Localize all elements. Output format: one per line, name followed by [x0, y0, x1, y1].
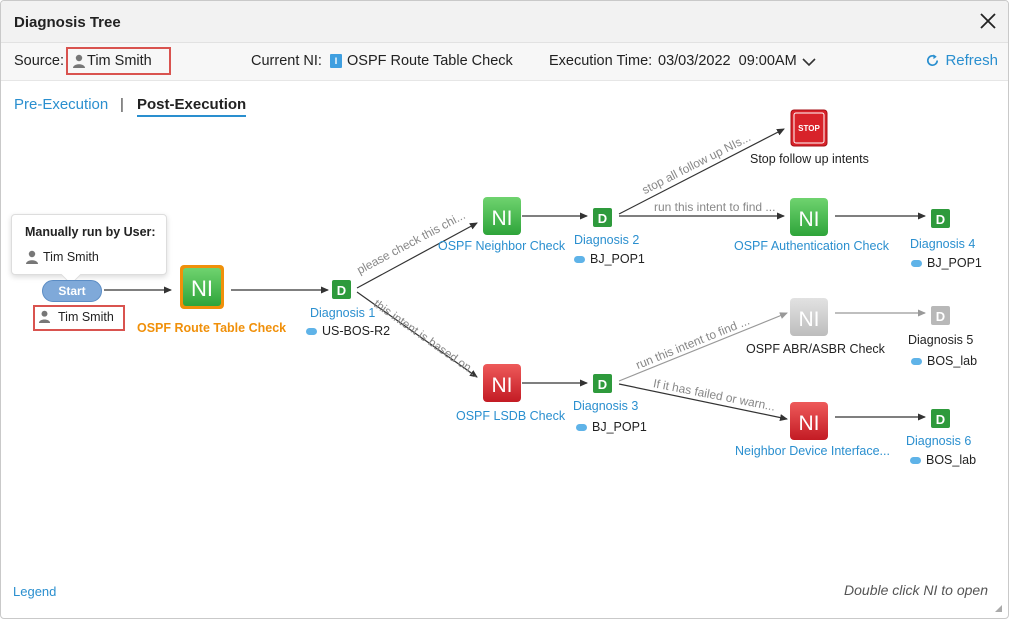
- ni-neighbor-label[interactable]: OSPF Neighbor Check: [438, 239, 566, 253]
- start-node[interactable]: Start: [42, 280, 102, 302]
- diag5-label[interactable]: Diagnosis 5: [908, 333, 974, 347]
- ni-node-lsdb-badge: NI: [492, 374, 513, 397]
- refresh-button[interactable]: Refresh: [927, 52, 998, 69]
- tab-post-execution[interactable]: Post-Execution: [137, 96, 247, 117]
- diag2-device-name: BJ_POP1: [590, 252, 645, 266]
- cloud-icon: [911, 260, 922, 268]
- ni-neighbor-iface-label[interactable]: Neighbor Device Interface...: [735, 444, 890, 458]
- refresh-icon: [927, 54, 939, 67]
- user-icon: [26, 250, 38, 264]
- diag2-label[interactable]: Diagnosis 2: [574, 233, 640, 247]
- legend-link[interactable]: Legend: [13, 584, 57, 599]
- diag5-device: BOS_lab: [911, 354, 977, 368]
- diag-node-2[interactable]: D: [593, 208, 612, 227]
- diag-node-6[interactable]: D: [931, 409, 950, 428]
- tree-edges: [104, 128, 926, 421]
- diag-node-5-badge: D: [936, 309, 945, 324]
- stop-node[interactable]: STOP: [790, 109, 828, 147]
- ni-auth-label[interactable]: OSPF Authentication Check: [734, 239, 889, 253]
- diag-node-3[interactable]: D: [593, 374, 612, 393]
- ni-lsdb-label[interactable]: OSPF LSDB Check: [456, 409, 566, 423]
- ni-node-abr-badge: NI: [799, 308, 820, 331]
- user-icon: [38, 310, 51, 323]
- chevron-down-icon[interactable]: [802, 58, 816, 67]
- diag5-device-name: BOS_lab: [927, 354, 978, 368]
- cloud-icon: [576, 424, 587, 432]
- ni-node-neighbor-badge: NI: [492, 207, 513, 230]
- edge-diag3-abr: [618, 312, 788, 382]
- ni-root-label[interactable]: OSPF Route Table Check: [137, 321, 287, 335]
- diag6-device-name: BOS_lab: [926, 453, 977, 467]
- cloud-icon: [911, 358, 922, 366]
- start-user: Tim Smith: [58, 310, 114, 324]
- diag2-device: BJ_POP1: [574, 252, 645, 266]
- start-user-highlight-box: [33, 305, 125, 331]
- diag3-device-name: BJ_POP1: [592, 420, 647, 434]
- diag4-label[interactable]: Diagnosis 4: [910, 237, 976, 251]
- ni-node-neighbor[interactable]: NI: [483, 197, 521, 235]
- stop-node-badge: STOP: [798, 124, 820, 133]
- edge-label-find1: run this intent to find ...: [654, 200, 776, 214]
- diag4-device: BJ_POP1: [911, 256, 982, 270]
- close-icon[interactable]: [976, 9, 1000, 33]
- edge-diag1-lsdb: [356, 291, 478, 378]
- diag4-device-name: BJ_POP1: [927, 256, 982, 270]
- diag-node-2-badge: D: [598, 211, 607, 226]
- tab-separator: |: [120, 96, 124, 113]
- current-ni-value: OSPF Route Table Check: [347, 53, 513, 69]
- ni-node-root-badge: NI: [191, 276, 213, 301]
- diag-node-6-badge: D: [936, 412, 945, 427]
- ni-node-abr[interactable]: NI: [790, 298, 828, 336]
- edge-diag1-neighbor: [356, 222, 478, 289]
- diag3-label[interactable]: Diagnosis 3: [573, 399, 639, 413]
- diag3-device: BJ_POP1: [576, 420, 647, 434]
- diag-node-4-badge: D: [936, 212, 945, 227]
- diag1-device-name: US-BOS-R2: [322, 324, 391, 338]
- title-bar: Diagnosis Tree: [1, 1, 1008, 43]
- current-ni-label: Current NI:: [251, 53, 322, 69]
- diag6-label[interactable]: Diagnosis 6: [906, 434, 972, 448]
- ni-node-auth[interactable]: NI: [790, 198, 828, 236]
- refresh-label: Refresh: [945, 52, 998, 69]
- diag-node-1[interactable]: D: [332, 280, 351, 299]
- execution-time-label: Execution Time:: [549, 53, 653, 69]
- diag1-device: US-BOS-R2: [306, 324, 390, 338]
- open-hint: Double click NI to open: [844, 582, 988, 598]
- ni-node-neighbor-iface-badge: NI: [799, 412, 820, 435]
- diag-node-3-badge: D: [598, 377, 607, 392]
- execution-time-value[interactable]: 03/03/2022 09:00AM: [658, 53, 797, 69]
- edge-diag2-stop: [618, 128, 785, 215]
- source-highlight-box: [66, 47, 171, 75]
- diag1-label[interactable]: Diagnosis 1: [310, 306, 376, 320]
- tooltip-user: Tim Smith: [43, 250, 99, 264]
- diag-node-4[interactable]: D: [931, 209, 950, 228]
- edge-diag3-neighbor-iface: [618, 383, 788, 421]
- tooltip-title: Manually run by User:: [25, 225, 156, 239]
- diag-node-1-badge: D: [337, 283, 346, 298]
- ni-type-icon: I: [330, 54, 342, 68]
- window-title: Diagnosis Tree: [14, 14, 121, 31]
- source-label: Source:: [14, 53, 64, 69]
- ni-abr-label[interactable]: OSPF ABR/ASBR Check: [746, 342, 885, 356]
- manual-run-tooltip: Manually run by User: Tim Smith: [11, 214, 167, 285]
- diag6-device: BOS_lab: [910, 453, 976, 467]
- info-bar: Source: Tim Smith Current NI: I OSPF Rou…: [1, 43, 1008, 81]
- cloud-icon: [574, 256, 585, 264]
- ni-node-lsdb[interactable]: NI: [483, 364, 521, 402]
- tab-pre-execution[interactable]: Pre-Execution: [14, 96, 109, 113]
- ni-node-neighbor-iface[interactable]: NI: [790, 402, 828, 440]
- cloud-icon: [306, 328, 317, 336]
- cloud-icon: [910, 457, 921, 465]
- ni-node-auth-badge: NI: [799, 208, 820, 231]
- user-icon: [73, 54, 85, 68]
- diag-node-5[interactable]: D: [931, 306, 950, 325]
- resize-grip-icon[interactable]: [995, 605, 1002, 612]
- ni-node-root[interactable]: NI: [180, 265, 224, 309]
- stop-label: Stop follow up intents: [750, 152, 869, 166]
- source-user[interactable]: Tim Smith: [87, 53, 152, 69]
